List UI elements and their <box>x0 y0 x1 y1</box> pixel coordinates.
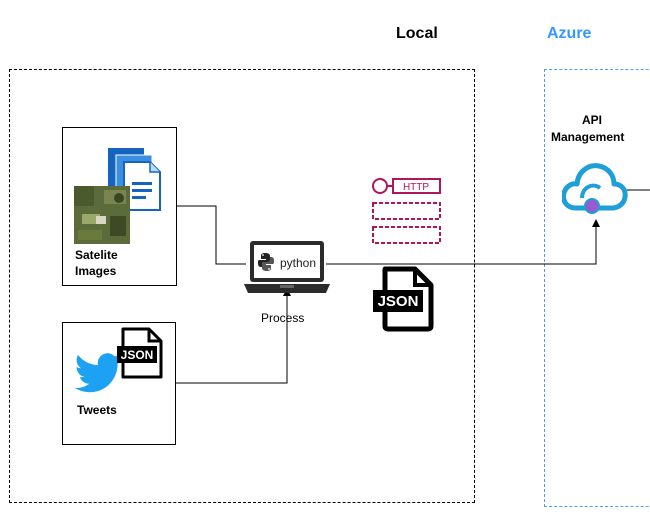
python-text: python <box>280 256 316 270</box>
satellite-to-process-edge <box>177 205 246 265</box>
process-label: Process <box>261 311 305 325</box>
process-to-api-edge <box>326 219 600 265</box>
satellite-photo-icon <box>74 186 130 244</box>
satellite-images-box: Satelite Images <box>62 127 177 286</box>
json-badge-text: JSON <box>378 293 419 310</box>
api-label-line2: Management <box>551 130 625 144</box>
local-header: Local <box>396 25 438 42</box>
twitter-bird-icon <box>75 353 123 393</box>
laptop-icon: python <box>244 241 330 293</box>
satellite-label-line2: Images <box>75 264 117 278</box>
http-request-icon: HTTP <box>372 178 441 244</box>
json-file-icon: JSON <box>117 327 163 379</box>
satellite-label-line1: Satelite <box>75 248 118 262</box>
azure-header: Azure <box>547 25 592 42</box>
tweets-box: JSON Tweets <box>62 322 176 445</box>
json-file-icon: JSON <box>373 266 434 332</box>
tweets-label: Tweets <box>77 403 117 417</box>
tweets-json-text: JSON <box>121 348 154 362</box>
api-management-cloud-icon <box>562 163 628 214</box>
tweets-to-process-edge <box>176 288 291 384</box>
local-boundary <box>9 69 475 503</box>
api-label-line1: API <box>582 113 603 127</box>
http-text: HTTP <box>403 182 429 193</box>
azure-boundary <box>544 69 650 507</box>
python-logo-icon <box>258 253 274 271</box>
